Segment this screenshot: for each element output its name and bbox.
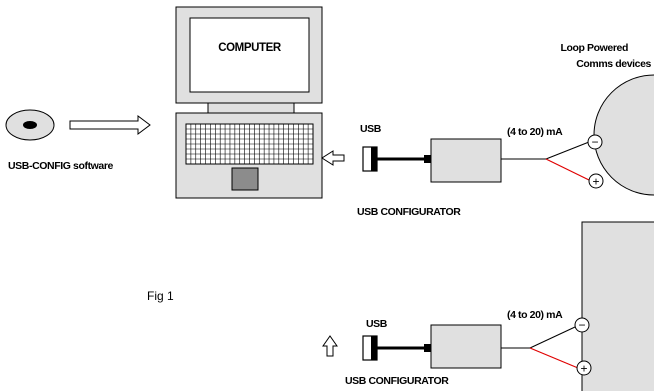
terminal-circle (587, 134, 603, 150)
usb-plug-body (371, 336, 377, 360)
usb-label-bottom: USB (366, 318, 388, 330)
install-arrow-icon (69, 115, 151, 135)
usb-plug-bottom (362, 335, 378, 361)
loop-wire-negative (545, 141, 590, 160)
usb-cable-strain-relief (424, 155, 431, 163)
minus-icon: − (591, 135, 598, 149)
usb-configurator-box-bottom (430, 324, 502, 369)
laptop-screen (189, 17, 310, 93)
minus-icon: − (578, 318, 585, 332)
laptop-touchpad (231, 167, 259, 191)
software-label: USB-CONFIG software (8, 160, 114, 172)
current-label-top: (4 to 20) mA (507, 126, 563, 138)
computer-label: COMPUTER (218, 42, 282, 54)
usb-plug-body (371, 147, 377, 171)
terminal-negative-top: − (587, 134, 603, 150)
plus-icon: + (580, 362, 587, 376)
figure-label: Fig 1 (147, 289, 174, 303)
loop-powered-device-round (593, 74, 654, 196)
terminal-circle (588, 173, 604, 189)
loop-wire-positive (545, 158, 590, 181)
usb-to-computer-arrow-icon (321, 150, 345, 166)
software-cd (5, 109, 55, 141)
loop-powered-device-panel (581, 221, 654, 391)
terminal-circle (574, 317, 590, 333)
terminal-positive-bottom: + (576, 360, 592, 376)
usb-label-top: USB (360, 123, 382, 135)
terminal-circle (576, 360, 592, 376)
terminal-negative-bottom: − (574, 317, 590, 333)
usb-plug-top (362, 146, 378, 172)
cd-hole (23, 121, 37, 129)
plus-icon: + (592, 175, 599, 189)
laptop-hinge (207, 102, 295, 114)
loop-wire-positive (529, 347, 579, 369)
loop-powered-label-line1: Loop Powered (560, 42, 628, 54)
keyboard-keys (186, 124, 313, 164)
configurator-label-top: USB CONFIGURATOR (357, 206, 461, 218)
usb-configurator-box-top (430, 138, 502, 183)
loop-powered-label-line2: Comms devices (576, 58, 651, 70)
loop-wire-negative (529, 326, 576, 349)
usb-cable-strain-relief (424, 344, 431, 352)
laptop-computer: COMPUTER (175, 6, 323, 199)
usb-up-arrow-icon (322, 335, 338, 357)
terminal-positive-top: + (588, 173, 604, 189)
current-label-bottom: (4 to 20) mA (507, 309, 563, 321)
configurator-label-bottom: USB CONFIGURATOR (345, 375, 449, 387)
